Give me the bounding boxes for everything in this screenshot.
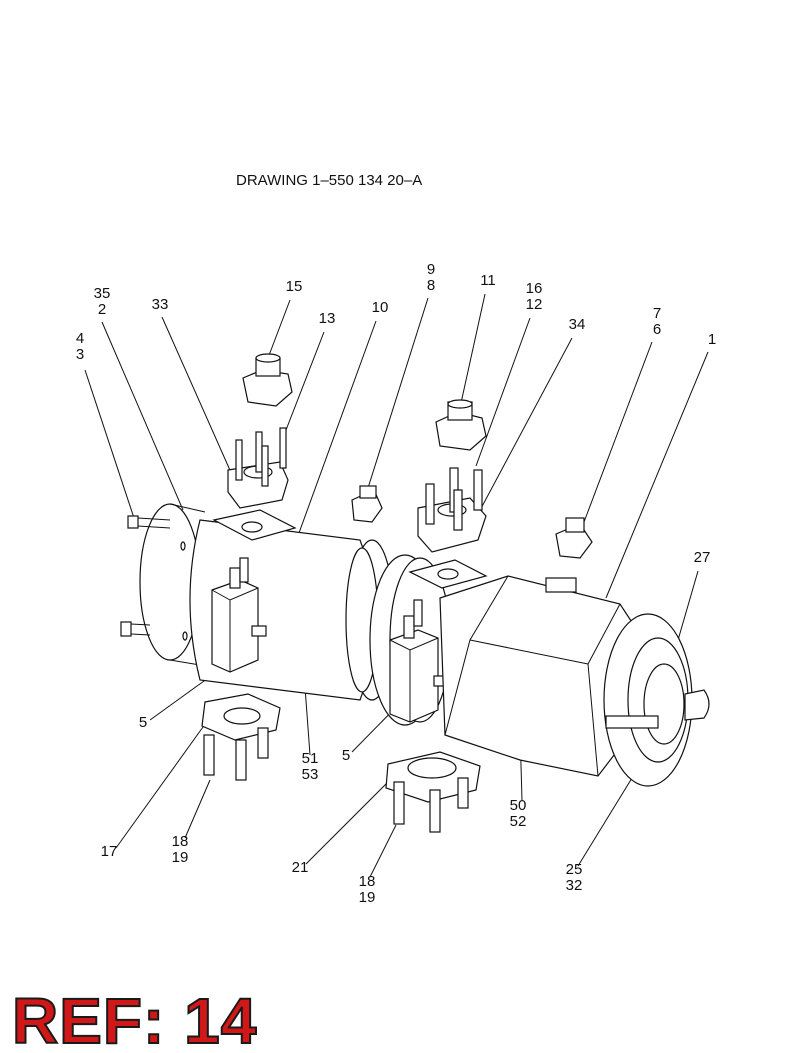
callout-c-5b: 5 [342, 747, 350, 764]
callout-line: 1 [708, 331, 716, 348]
callout-line: 11 [480, 272, 496, 289]
callout-line: 27 [694, 549, 711, 566]
small-fitting-right [555, 517, 593, 559]
callout-c-13: 13 [319, 310, 336, 327]
callout-line: 51 [302, 750, 319, 767]
callout-c-5a: 5 [139, 714, 147, 731]
callout-line: 21 [292, 859, 309, 876]
callout-line: 3 [76, 346, 84, 363]
callout-line: 52 [510, 813, 527, 830]
callout-line: 2 [98, 301, 106, 318]
callout-c-1: 1 [708, 331, 716, 348]
left-end-flange [139, 503, 206, 666]
callout-line: 18 [359, 873, 376, 890]
callout-line: 5 [139, 714, 147, 731]
callout-line: 53 [302, 766, 319, 783]
callout-line: 17 [101, 843, 118, 860]
callout-line: 4 [76, 330, 84, 347]
left-bolts [120, 515, 171, 637]
left-top-flange-block [227, 427, 289, 509]
right-top-flange-block [417, 467, 487, 553]
callout-line: 34 [569, 316, 586, 333]
callout-line: 19 [359, 889, 376, 906]
callout-line: 25 [566, 861, 583, 878]
callout-line: 10 [372, 299, 389, 316]
callout-line: 19 [172, 849, 189, 866]
callout-line: 18 [172, 833, 189, 850]
callout-c-21: 21 [292, 859, 309, 876]
callout-line: 50 [510, 797, 527, 814]
callout-c-10: 10 [372, 299, 389, 316]
callout-line: 13 [319, 310, 336, 327]
callout-c-34: 34 [569, 316, 586, 333]
callout-line: 7 [653, 305, 661, 322]
callout-line: 9 [427, 261, 435, 278]
left-bottom-flange [201, 693, 281, 781]
callout-c-11: 11 [480, 272, 496, 289]
right-bottom-flange [385, 751, 481, 833]
callout-c-17: 17 [101, 843, 118, 860]
right-mount-plate [408, 559, 488, 589]
motor-body [439, 575, 651, 777]
right-fitting [435, 399, 487, 451]
callout-line: 5 [342, 747, 350, 764]
callout-line: 16 [526, 280, 543, 297]
left-mount-plate [212, 509, 297, 541]
right-end-flange [603, 613, 693, 787]
ref-label: REF: 14 [11, 984, 258, 1053]
callout-line: 12 [526, 296, 543, 313]
callout-line: 6 [653, 321, 661, 338]
callout-line: 35 [94, 285, 111, 302]
callout-c-33: 33 [152, 296, 169, 313]
callout-line: 33 [152, 296, 169, 313]
callout-c-27: 27 [694, 549, 711, 566]
left-valve-block [211, 557, 267, 673]
callout-c-15: 15 [286, 278, 303, 295]
output-shaft [605, 689, 710, 729]
callout-line: 8 [427, 277, 435, 294]
callout-line: 32 [566, 877, 583, 894]
small-fitting-left [351, 485, 383, 523]
left-fitting [242, 353, 293, 407]
callout-line: 15 [286, 278, 303, 295]
drawing-title: DRAWING 1–550 134 20–A [236, 172, 423, 189]
right-valve-block [389, 599, 451, 723]
